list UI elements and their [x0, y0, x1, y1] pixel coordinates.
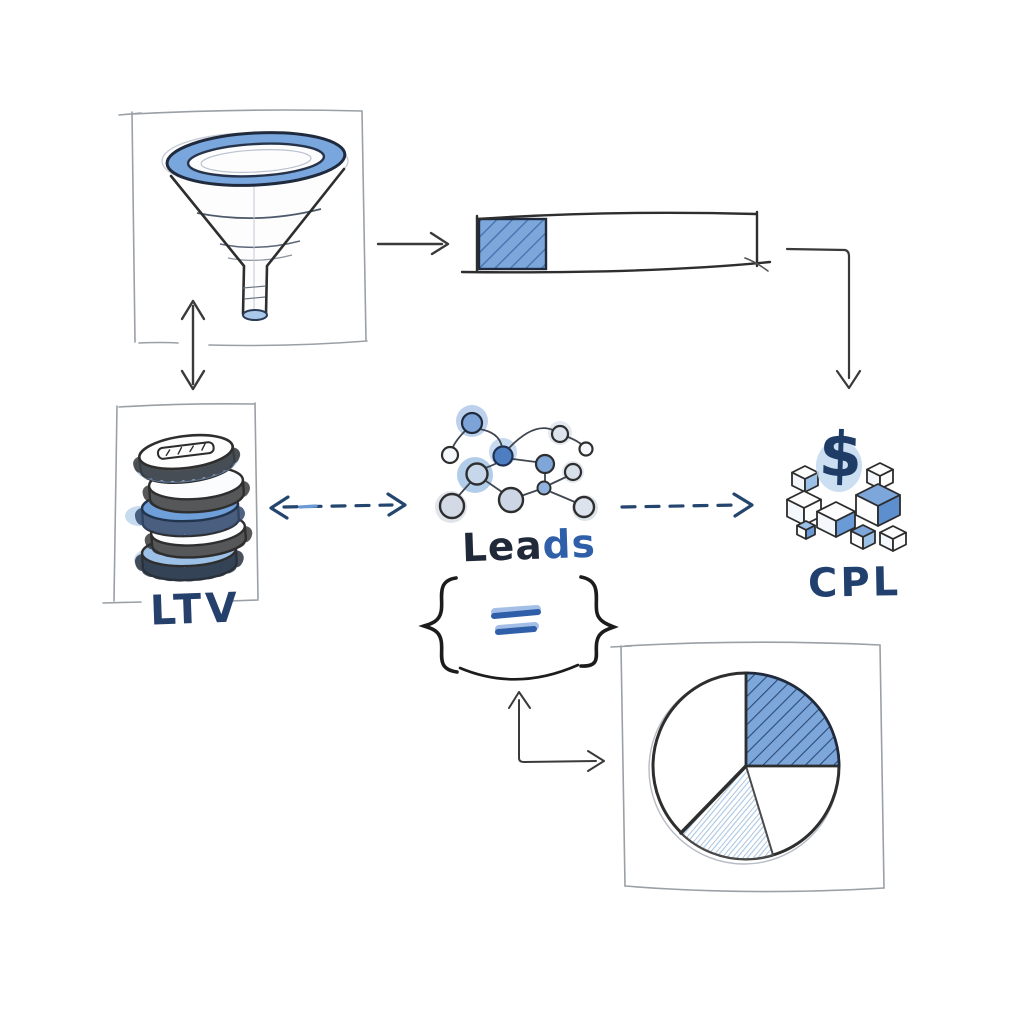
- cube-medium-white: [786, 490, 822, 526]
- braces-equals-symbol: [418, 575, 619, 681]
- arrow-funnel-to-bar: [376, 231, 450, 256]
- arrow-leads-cpl: [620, 492, 754, 518]
- dollar-sign: $: [817, 417, 864, 492]
- pie-chart-icon: [648, 671, 841, 865]
- pie-slice-light: [679, 764, 775, 861]
- ltv-label: LTV: [149, 583, 242, 635]
- pie-box: [610, 641, 885, 893]
- cpl-label: CPL: [807, 559, 902, 607]
- cube-center-blue-face: [816, 501, 856, 538]
- ltv-box: [102, 402, 259, 604]
- coin-stack-icon: [125, 433, 253, 582]
- leads-label-blue: ds: [541, 521, 597, 569]
- dollar-halo: [816, 440, 862, 492]
- progress-bar: [460, 210, 772, 274]
- pie-slice-blue: [744, 671, 841, 768]
- cube-small-left: [791, 465, 819, 493]
- cube-bottom-right: [879, 525, 907, 552]
- network-icon: [435, 405, 598, 523]
- under-arc: [458, 663, 580, 681]
- arrow-bar-to-cpl: [785, 247, 862, 390]
- cube-bottom-center: [850, 524, 876, 550]
- leads-label: Leads: [461, 521, 597, 572]
- cube-large-blue: [855, 483, 901, 527]
- funnel-icon: [161, 131, 349, 321]
- equals-symbol: [491, 605, 541, 635]
- funnel-box: [118, 109, 368, 347]
- arrow-ltv-leads: [269, 492, 407, 520]
- progress-bar-fill: [477, 217, 548, 271]
- cubes-icon: [786, 462, 907, 552]
- right-brace-shape: [579, 575, 619, 668]
- left-brace-shape: [418, 576, 459, 674]
- arrow-equals-pie: [508, 691, 605, 772]
- cube-tiny-blue: [796, 520, 816, 540]
- arrow-funnel-ltv: [180, 299, 206, 391]
- leads-label-dark: Lea: [461, 523, 544, 572]
